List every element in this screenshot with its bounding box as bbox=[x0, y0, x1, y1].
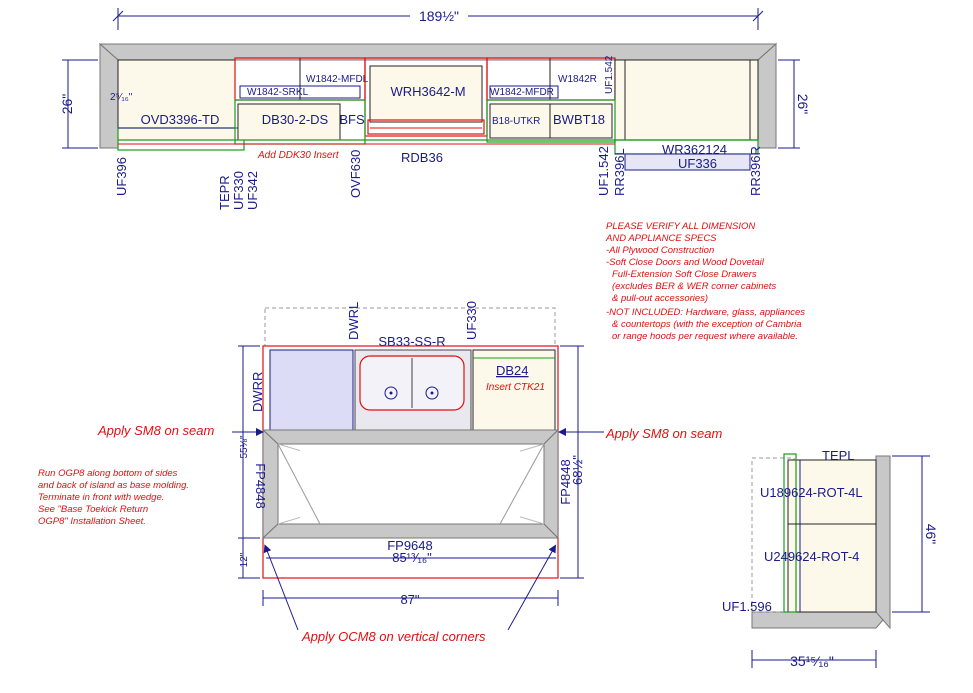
dwrr-cabinet bbox=[269, 349, 354, 431]
fp9648-label: FP9648 bbox=[387, 538, 433, 553]
drain-right-icon bbox=[425, 386, 439, 400]
height-left-label: 26" bbox=[59, 94, 75, 115]
cabinet-ovd3396 bbox=[117, 59, 236, 141]
right-tall-cabinet bbox=[614, 59, 759, 141]
ctk21-note: Insert CTK21 bbox=[486, 382, 545, 393]
uf336-filler bbox=[624, 153, 751, 171]
wrh3642-label: WRH3642-M bbox=[390, 84, 465, 99]
sm8-left-note: Apply SM8 on seam bbox=[97, 423, 215, 438]
fp4848-left-label: FP4848 bbox=[253, 463, 268, 509]
side-elevation: TEPL U189624-ROT-4L U249624-ROT-4 UF1.59… bbox=[722, 448, 939, 669]
tepr-label: TEPR bbox=[217, 175, 232, 210]
note-line: AND APPLIANCE SPECS bbox=[605, 233, 717, 244]
fp9648-panel bbox=[261, 523, 560, 539]
note-line: Full-Extension Soft Close Drawers bbox=[612, 269, 757, 280]
uf1596-label: UF1.596 bbox=[722, 599, 772, 614]
bfs-label: BFS bbox=[339, 112, 365, 127]
uf330-label: UF330 bbox=[231, 171, 246, 210]
ovf630-label: OVF630 bbox=[348, 150, 363, 198]
sm8-right-note: Apply SM8 on seam bbox=[605, 426, 723, 441]
overall-width-label: 189½" bbox=[419, 8, 459, 24]
note-line: & countertops (with the exception of Cam… bbox=[612, 319, 802, 330]
floor bbox=[751, 611, 892, 629]
dim-12: 12" bbox=[239, 552, 250, 567]
u2496-label: U249624-ROT-4 bbox=[764, 549, 859, 564]
sink-label: SB33-SS-R bbox=[378, 334, 445, 349]
wr362124-label: WR362124 bbox=[662, 142, 727, 157]
small-dimension: 2⁵⁄₁₆" bbox=[110, 92, 133, 103]
spec-notes: PLEASE VERIFY ALL DIMENSION AND APPLIANC… bbox=[605, 221, 805, 342]
note-line: -NOT INCLUDED: Hardware, glass, applianc… bbox=[606, 307, 805, 318]
rr396l-label: RR396L bbox=[612, 148, 627, 196]
island-uf330-label: UF330 bbox=[464, 301, 479, 340]
note-line: -All Plywood Construction bbox=[606, 245, 714, 256]
ogp-note-line: and back of island as base molding. bbox=[38, 480, 189, 491]
dwrl-label: DWRL bbox=[346, 302, 361, 340]
db24-label: DB24 bbox=[496, 363, 529, 378]
note-line: PLEASE VERIFY ALL DIMENSION bbox=[606, 221, 755, 232]
b18-base-cabinet bbox=[486, 99, 616, 143]
dim-85: 85¹³⁄₁₆" bbox=[392, 550, 432, 565]
ogp-note-line: See "Base Toekick Return bbox=[38, 504, 148, 515]
bwbt18-label: BWBT18 bbox=[553, 112, 605, 127]
drain-left-icon bbox=[384, 386, 398, 400]
db30-label: DB30-2-DS bbox=[262, 112, 329, 127]
fp-top-panel bbox=[261, 429, 560, 445]
note-line: (excludes BER & WER corner cabinets bbox=[612, 281, 776, 292]
uf396-label: UF396 bbox=[114, 157, 129, 196]
island-plan: DWRL UF330 SB33-SS-R DWRR DB24 Insert CT… bbox=[38, 301, 723, 644]
fp4848-right-label: FP4848 bbox=[558, 459, 573, 505]
note-line: -Soft Close Doors and Wood Dovetail bbox=[606, 257, 765, 268]
side-height-label: 46" bbox=[923, 524, 939, 545]
right-wall bbox=[757, 42, 777, 149]
w1842-mfdl-label: W1842-MFDL bbox=[306, 74, 369, 85]
side-wall bbox=[875, 455, 891, 630]
ogp-note-line: Terminate in front with wedge. bbox=[38, 492, 164, 503]
ogp-note-line: Run OGP8 along bottom of sides bbox=[38, 468, 178, 479]
uf1542-label: UF1.542 bbox=[596, 146, 611, 196]
ogp-note-line: OGP8" Installation Sheet. bbox=[38, 516, 146, 527]
uf342-label: UF342 bbox=[245, 171, 260, 210]
w1842-srkl-label: W1842-SRKL bbox=[247, 87, 309, 98]
side-width-label: 35¹⁵⁄₁₆" bbox=[790, 653, 834, 669]
dim-68: 68½" bbox=[570, 455, 585, 485]
tepl-label: TEPL bbox=[822, 448, 855, 463]
dim-55: 55⅛" bbox=[239, 435, 250, 458]
dim-87: 87" bbox=[400, 592, 419, 607]
dwrr-label: DWRR bbox=[250, 372, 265, 412]
note-line: & pull-out accessories) bbox=[612, 293, 708, 304]
w1842-mfdr-label: W1842-MFDR bbox=[490, 87, 554, 98]
uf336-label: UF336 bbox=[678, 156, 717, 171]
rdb36-label: RDB36 bbox=[401, 150, 443, 165]
ddk30-note: Add DDK30 Insert bbox=[257, 150, 340, 161]
height-right-label: 26" bbox=[795, 94, 811, 115]
range-area bbox=[367, 119, 485, 135]
note-line: or range hoods per request where availab… bbox=[612, 331, 798, 342]
ovd3396-label: OVD3396-TD bbox=[141, 112, 220, 127]
rr396r-label: RR396R bbox=[748, 146, 763, 196]
uf1542-top-label: UF1.542 bbox=[604, 55, 615, 94]
u1896-label: U189624-ROT-4L bbox=[760, 485, 863, 500]
db24-cabinet bbox=[472, 349, 556, 431]
side-tall-cabinet bbox=[787, 459, 877, 613]
b18-label: B18-UTKR bbox=[492, 116, 540, 127]
ocm8-note: Apply OCM8 on vertical corners bbox=[301, 629, 486, 644]
fp-right-panel bbox=[543, 428, 559, 540]
main-elevation: 189½" OVD3396-TD W1842-SRKL W1842-MFDL W… bbox=[59, 6, 811, 210]
w1842r-label: W1842R bbox=[558, 74, 597, 85]
